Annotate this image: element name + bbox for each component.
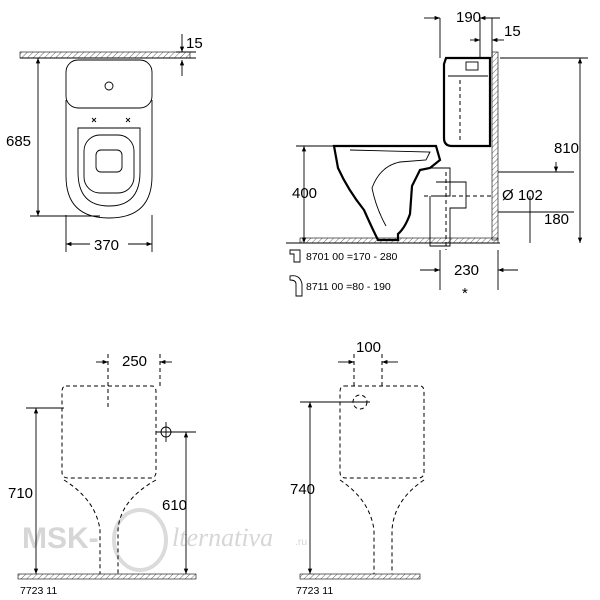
dim-side-seat-height: 400 xyxy=(292,185,317,202)
dim-top-wall-gap: 15 xyxy=(186,35,203,52)
floor-right xyxy=(299,573,421,580)
bowl-outline xyxy=(65,100,153,219)
dim-rear-left-inlet-offset: 250 xyxy=(122,353,147,370)
side-bowl-inner xyxy=(349,149,431,227)
watermark: MSK- lternativa .ru xyxy=(22,508,307,572)
fitting-2-label: 8711 00 =80 - 190 xyxy=(306,281,391,293)
rear-wall xyxy=(491,51,499,241)
rear-pedestal-left xyxy=(63,479,157,574)
wall-hatch xyxy=(19,51,191,59)
outlet-pipe xyxy=(429,181,467,247)
rear-view-right: 100 740 7723 11 xyxy=(290,339,425,597)
fitting-icon-2 xyxy=(289,275,303,297)
seat-outline xyxy=(77,127,141,207)
dim-rear-left-inlet-height: 610 xyxy=(162,497,187,514)
top-view: 15 685 370 xyxy=(6,34,203,254)
watermark-script: lternativa xyxy=(172,523,273,552)
bowl-opening xyxy=(83,134,135,194)
asterisk-note: * xyxy=(462,285,468,302)
dim-side-total-height: 810 xyxy=(554,140,579,157)
floor-left xyxy=(17,573,197,580)
dim-side-outlet-height: 180 xyxy=(544,211,569,228)
dim-top-width: 370 xyxy=(94,237,119,254)
fitting-1-label: 8701 00 =170 - 280 xyxy=(306,251,398,263)
dim-top-depth: 685 xyxy=(6,133,31,150)
dim-side-outlet-offset: 230 xyxy=(454,262,479,279)
rear-tank-left xyxy=(61,385,157,479)
dim-side-outlet-diameter: Ø 102 xyxy=(502,187,543,204)
flush-button xyxy=(104,81,114,91)
fitting-icon-1 xyxy=(289,249,301,263)
side-tank xyxy=(442,56,492,148)
dim-rear-left-height: 710 xyxy=(8,485,33,502)
dim-side-tank-gap: 15 xyxy=(504,23,521,40)
watermark-brand: MSK- xyxy=(22,522,99,555)
model-code-right: 7723 11 xyxy=(296,585,333,597)
side-bowl xyxy=(332,144,442,242)
dim-side-tank-depth: 190 xyxy=(456,9,481,26)
dim-rear-right-height: 740 xyxy=(290,481,315,498)
rear-pedestal-right xyxy=(339,479,425,574)
model-code-left: 7723 11 xyxy=(20,585,57,597)
rear-view-left: 250 710 610 7723 11 xyxy=(8,353,197,597)
tank-button xyxy=(465,61,479,71)
rear-tank-right xyxy=(339,385,425,479)
dim-rear-right-inlet-offset: 100 xyxy=(356,339,381,356)
watermark-suffix: .ru xyxy=(295,536,307,548)
tank-outline xyxy=(65,59,153,109)
side-view: 190 15 810 Ø 102 180 400 xyxy=(286,9,588,302)
fixing-marks xyxy=(91,117,131,123)
watermark-logo-ring xyxy=(112,508,168,572)
water-spot xyxy=(95,149,123,173)
